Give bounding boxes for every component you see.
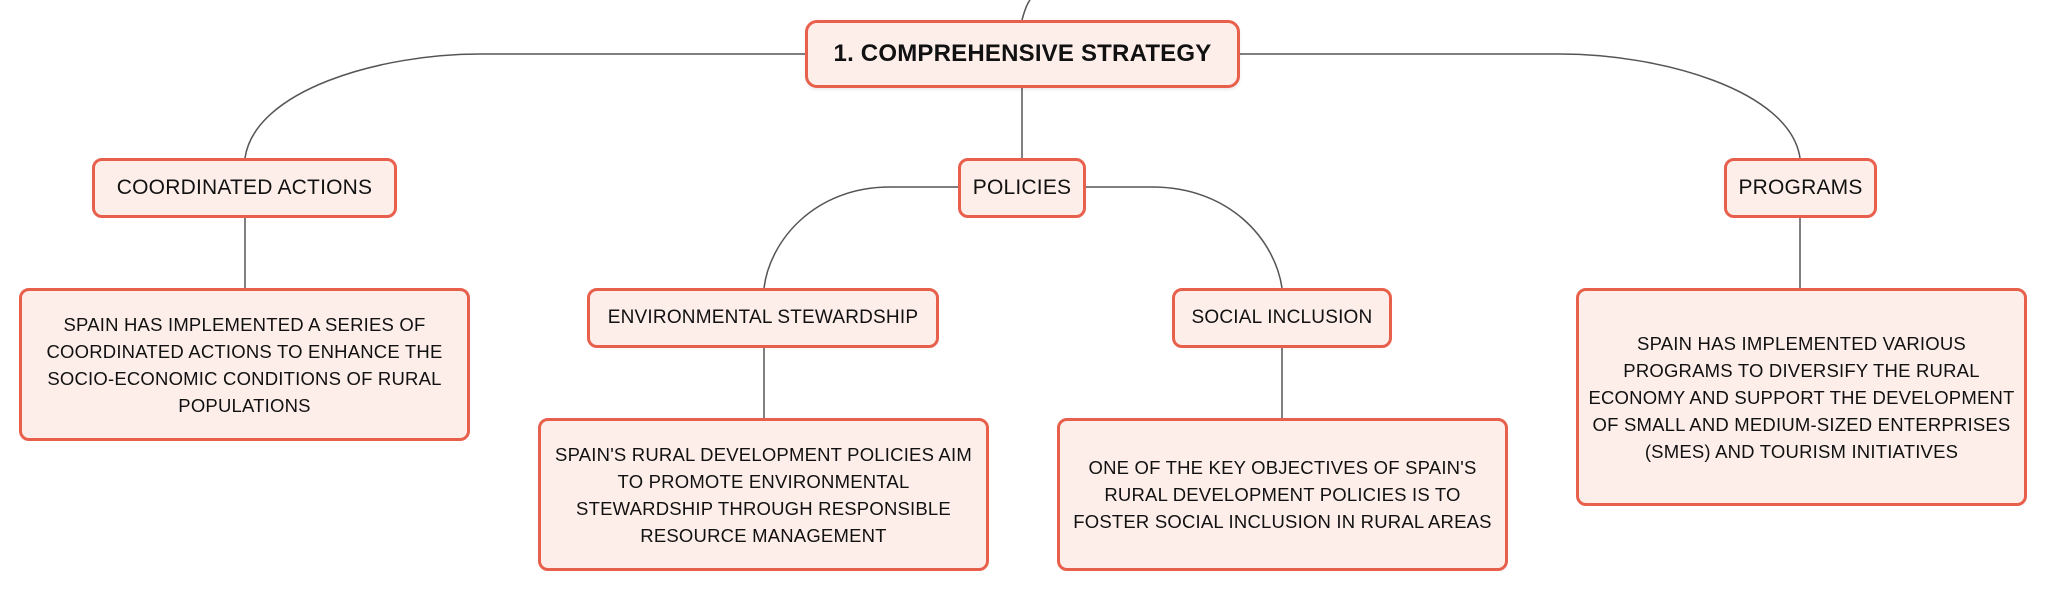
connector-policies-social [1086, 186, 1283, 289]
connector-root-parent [1021, 0, 1031, 21]
programs-detail-text: SPAIN HAS IMPLEMENTED VARIOUS PROGRAMS T… [1588, 332, 2015, 462]
coordinated-actions-node[interactable]: COORDINATED ACTIONS [92, 158, 397, 218]
environmental-stewardship-detail-text: SPAIN'S RURAL DEVELOPMENT POLICIES AIM T… [555, 443, 972, 546]
social-inclusion-detail-text: ONE OF THE KEY OBJECTIVES OF SPAIN'S RUR… [1073, 457, 1492, 532]
connector-policies-environmental [763, 186, 958, 289]
connector-root-coordinated-actions [244, 53, 805, 159]
environmental-stewardship-node[interactable]: ENVIRONMENTAL STEWARDSHIP [587, 288, 939, 348]
coordinated-actions-detail-text: SPAIN HAS IMPLEMENTED A SERIES OF COORDI… [46, 313, 443, 416]
root-node-label: 1. COMPREHENSIVE STRATEGY [833, 40, 1212, 67]
coordinated-actions-detail-node[interactable]: SPAIN HAS IMPLEMENTED A SERIES OF COORDI… [19, 288, 470, 441]
programs-label: PROGRAMS [1738, 176, 1863, 199]
policies-label: POLICIES [972, 176, 1072, 199]
social-inclusion-detail-node[interactable]: ONE OF THE KEY OBJECTIVES OF SPAIN'S RUR… [1057, 418, 1508, 571]
social-inclusion-node[interactable]: SOCIAL INCLUSION [1172, 288, 1392, 348]
root-node[interactable]: 1. COMPREHENSIVE STRATEGY [805, 20, 1240, 88]
connector-root-programs [1240, 53, 1801, 159]
programs-node[interactable]: PROGRAMS [1724, 158, 1877, 218]
environmental-stewardship-detail-node[interactable]: SPAIN'S RURAL DEVELOPMENT POLICIES AIM T… [538, 418, 989, 571]
social-inclusion-label: SOCIAL INCLUSION [1191, 307, 1373, 328]
coordinated-actions-label: COORDINATED ACTIONS [116, 176, 373, 199]
programs-detail-node[interactable]: SPAIN HAS IMPLEMENTED VARIOUS PROGRAMS T… [1576, 288, 2027, 506]
environmental-stewardship-label: ENVIRONMENTAL STEWARDSHIP [607, 307, 919, 328]
policies-node[interactable]: POLICIES [958, 158, 1086, 218]
